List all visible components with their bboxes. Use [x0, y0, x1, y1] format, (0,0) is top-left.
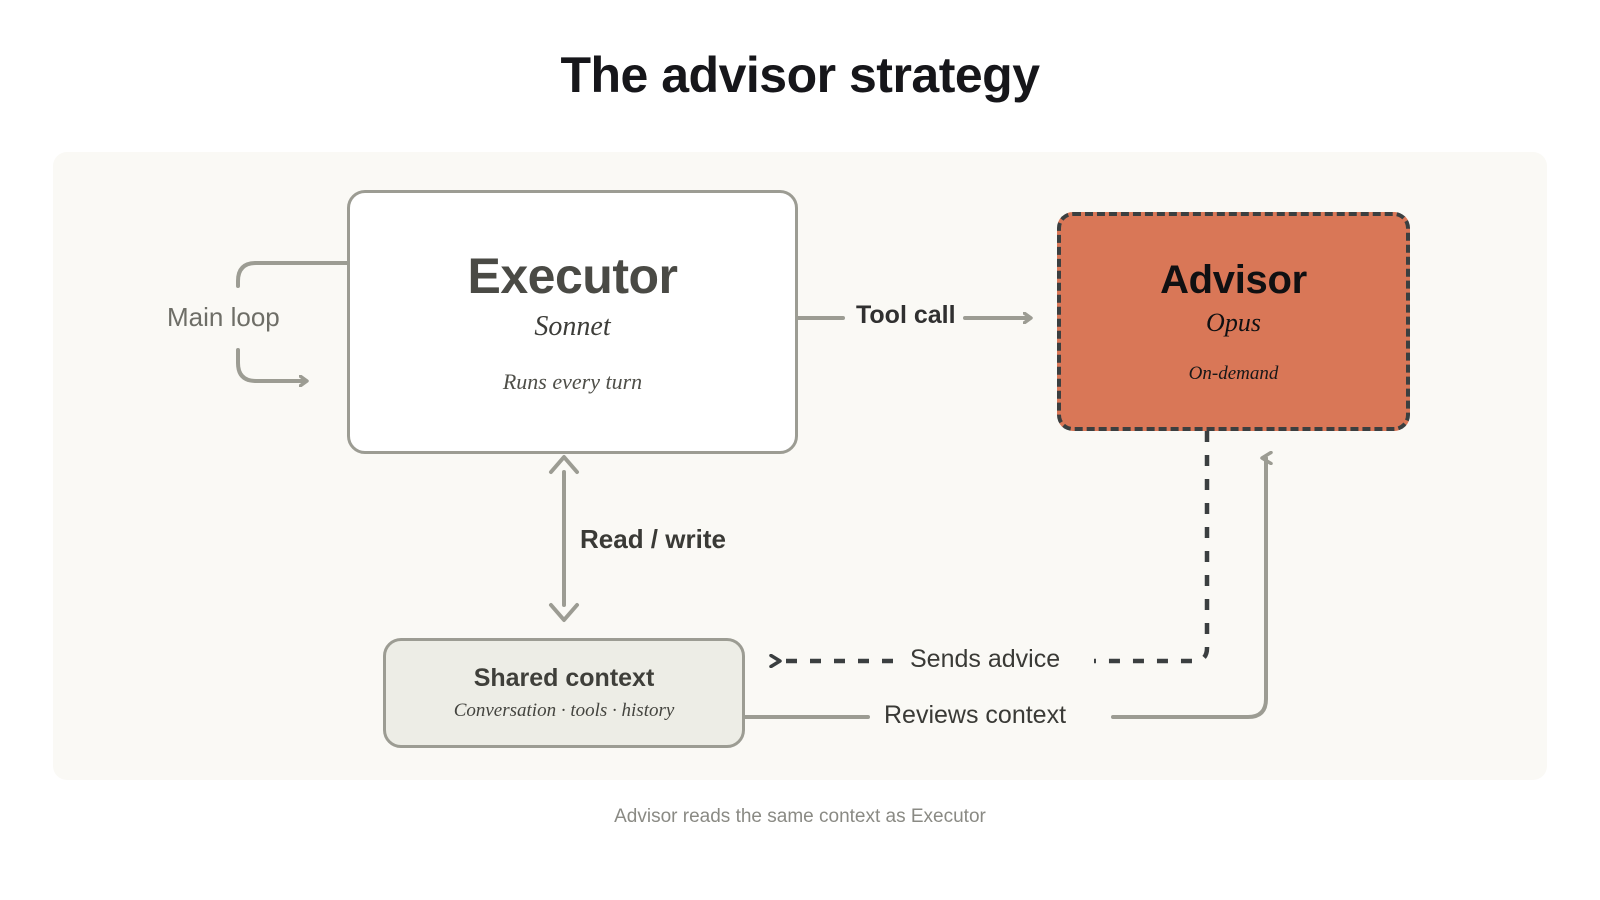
node-shared-context[interactable]: Shared context Conversation · tools · hi…	[383, 638, 745, 748]
diagram-caption: Advisor reads the same context as Execut…	[614, 806, 986, 827]
edge-label-tool-call: Tool call	[856, 301, 956, 329]
advisor-title: Advisor	[1160, 258, 1307, 302]
executor-subtitle: Sonnet	[534, 311, 611, 342]
advisor-meta: On-demand	[1188, 363, 1279, 384]
edge-label-read-write: Read / write	[580, 524, 726, 554]
page-title: The advisor strategy	[560, 47, 1040, 103]
advisor-subtitle: Opus	[1206, 308, 1261, 337]
shared-context-subtitle: Conversation · tools · history	[453, 700, 675, 721]
shared-context-title: Shared context	[473, 664, 655, 692]
executor-title: Executor	[467, 248, 678, 304]
edge-label-sends-advice: Sends advice	[910, 645, 1061, 673]
edge-label-main-loop: Main loop	[167, 302, 280, 332]
node-executor[interactable]: Executor Sonnet Runs every turn	[347, 190, 798, 454]
node-advisor[interactable]: Advisor Opus On-demand	[1057, 212, 1410, 431]
edge-label-reviews-context: Reviews context	[884, 701, 1067, 729]
executor-meta: Runs every turn	[502, 369, 643, 394]
